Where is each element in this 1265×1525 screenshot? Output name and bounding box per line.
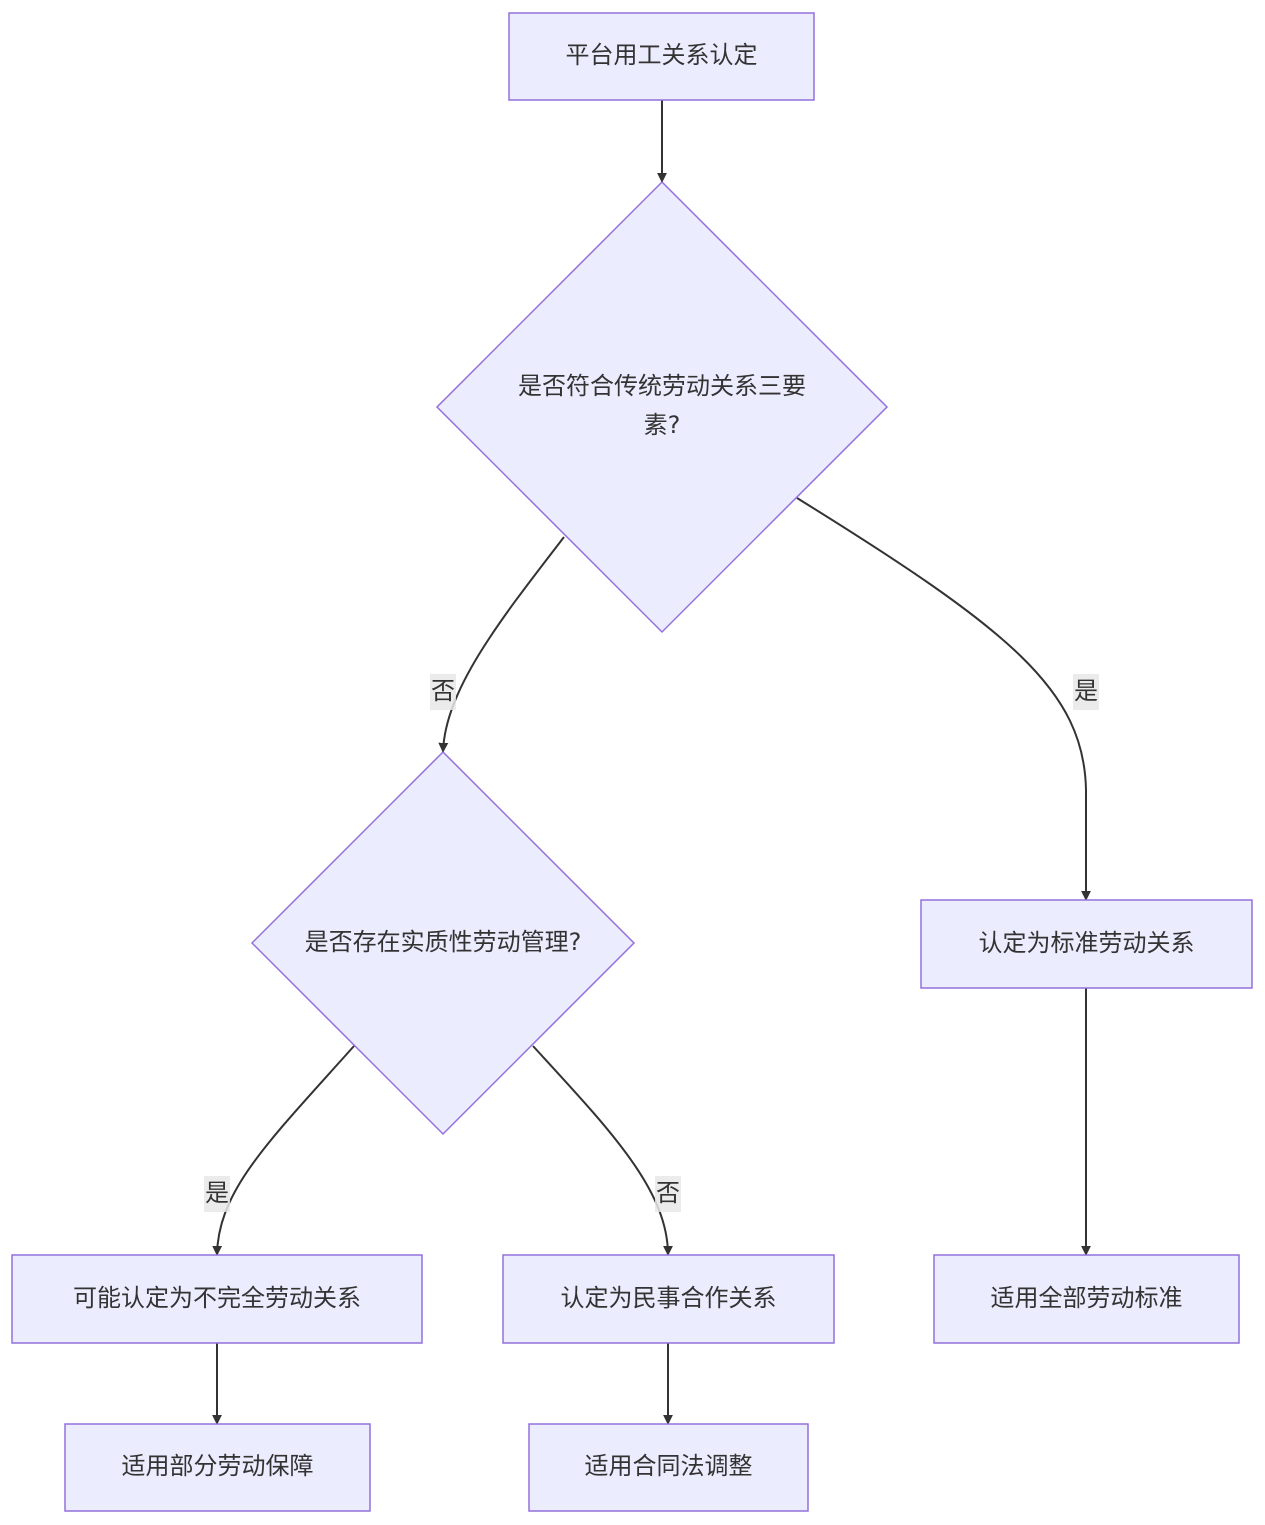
- node-label: 可能认定为不完全劳动关系: [73, 1284, 361, 1312]
- node-label: 适用部分劳动保障: [122, 1452, 314, 1480]
- node-standard: 认定为标准劳动关系: [920, 899, 1253, 989]
- edge-decision2-yes: [212, 1045, 355, 1256]
- edge-decision1-no: [438, 536, 565, 753]
- edge-label-decision1-no: 否: [430, 674, 456, 710]
- node-label: 是否存在实质性劳动管理?: [305, 928, 582, 956]
- node-label: 适用合同法调整: [585, 1452, 753, 1480]
- node-label-line2: 素?: [644, 411, 681, 439]
- node-incomplete: 可能认定为不完全劳动关系: [11, 1254, 423, 1344]
- node-label: 适用全部劳动标准: [991, 1284, 1183, 1312]
- edge-label-decision1-yes: 是: [1073, 674, 1099, 710]
- edge-labels: 否 是 是 否: [204, 674, 1099, 1212]
- edge-label-decision2-yes: 是: [204, 1176, 230, 1212]
- node-partial: 适用部分劳动保障: [64, 1423, 371, 1512]
- edge-label-text: 否: [656, 1179, 680, 1207]
- edge-decision2-no: [532, 1045, 673, 1256]
- node-decision1: 是否符合传统劳动关系三要 素?: [435, 180, 889, 634]
- node-start: 平台用工关系认定: [508, 12, 815, 101]
- edge-label-text: 否: [431, 677, 455, 705]
- node-all-standards: 适用全部劳动标准: [933, 1254, 1240, 1344]
- edge-label-decision2-no: 否: [655, 1176, 681, 1212]
- node-label: 平台用工关系认定: [566, 41, 758, 69]
- edge-label-text: 是: [1074, 677, 1098, 705]
- node-label: 认定为民事合作关系: [561, 1284, 777, 1312]
- node-decision2: 是否存在实质性劳动管理?: [250, 750, 636, 1136]
- node-civil: 认定为民事合作关系: [502, 1254, 835, 1344]
- edge-label-text: 是: [205, 1179, 229, 1207]
- node-contract-law: 适用合同法调整: [528, 1423, 809, 1512]
- edges: [212, 100, 1091, 1425]
- edge-decision1-yes: [796, 497, 1091, 901]
- node-label-line1: 是否符合传统劳动关系三要: [518, 372, 806, 400]
- node-label: 认定为标准劳动关系: [979, 929, 1195, 957]
